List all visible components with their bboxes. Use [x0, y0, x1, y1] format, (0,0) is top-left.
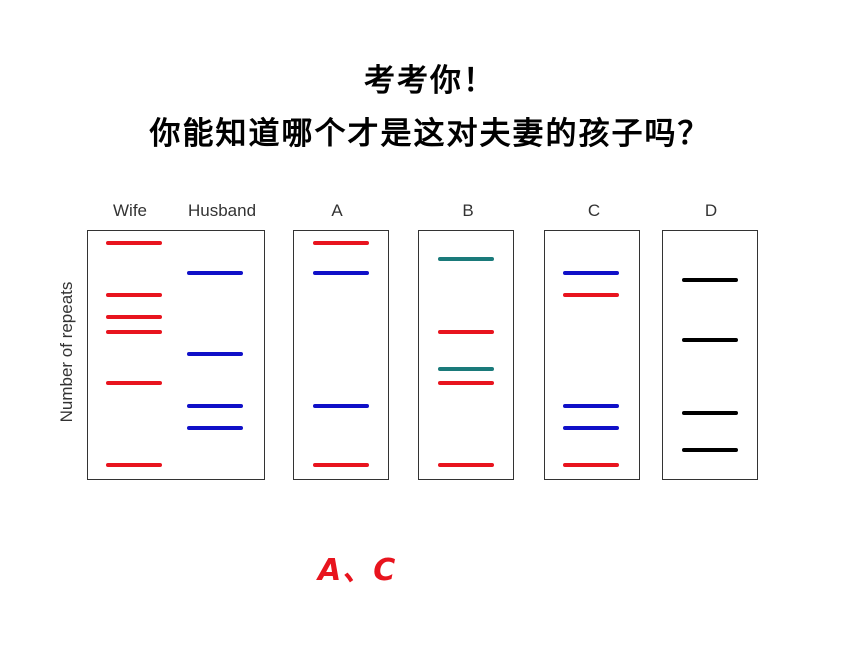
lane-label-d: D	[704, 201, 718, 220]
gel-box-a	[293, 230, 389, 480]
lane-label-wife: Wife	[113, 201, 147, 220]
band-a-3	[313, 404, 369, 408]
band-a-2	[313, 271, 369, 275]
gel-box-c	[544, 230, 640, 480]
band-c-2	[563, 293, 619, 297]
band-b-1	[438, 257, 494, 261]
y-axis-label: Number of repeats	[57, 281, 76, 423]
band-wife-1	[106, 241, 162, 245]
band-wife-4	[106, 330, 162, 334]
lane-label-c: C	[587, 201, 601, 220]
band-wife-6	[106, 463, 162, 467]
band-wife-2	[106, 293, 162, 297]
lane-label-a: A	[331, 201, 343, 220]
gel-box-b	[418, 230, 514, 480]
band-b-3	[438, 367, 494, 371]
gel-box-d	[662, 230, 758, 480]
band-c-1	[563, 271, 619, 275]
band-husband-2	[187, 352, 243, 356]
title-line-2: 你能知道哪个才是这对夫妻的孩子吗？	[149, 116, 711, 152]
band-husband-4	[187, 426, 243, 430]
band-c-3	[563, 404, 619, 408]
title-line-1: 考考你！	[364, 63, 496, 99]
band-a-1	[313, 241, 369, 245]
lane-label-b: B	[462, 201, 474, 220]
band-d-4	[682, 448, 738, 452]
band-wife-5	[106, 381, 162, 385]
band-d-2	[682, 338, 738, 342]
band-b-4	[438, 381, 494, 385]
band-husband-3	[187, 404, 243, 408]
band-a-4	[313, 463, 369, 467]
band-b-2	[438, 330, 494, 334]
band-d-1	[682, 278, 738, 282]
answer-text: A、C	[318, 553, 397, 588]
band-b-5	[438, 463, 494, 467]
band-d-3	[682, 411, 738, 415]
band-c-5	[563, 463, 619, 467]
band-c-4	[563, 426, 619, 430]
band-wife-3	[106, 315, 162, 319]
band-husband-1	[187, 271, 243, 275]
lane-label-husband: Husband	[187, 201, 257, 220]
